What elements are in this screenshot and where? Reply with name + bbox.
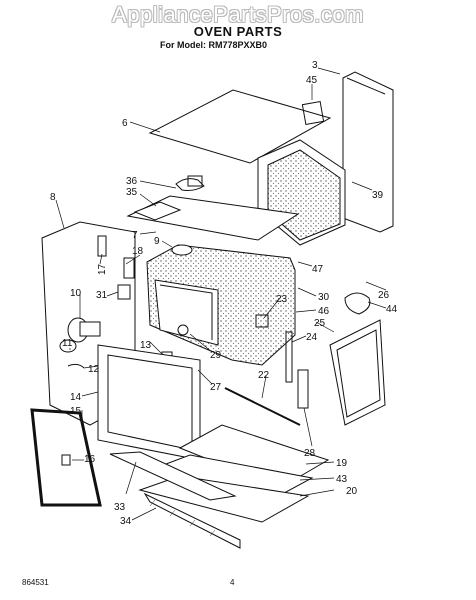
callout-16: 16 xyxy=(84,454,96,465)
callout-35: 35 xyxy=(126,187,138,198)
callout-22: 22 xyxy=(258,370,270,381)
callout-30: 30 xyxy=(318,292,330,303)
callout-45: 45 xyxy=(306,75,318,86)
callout-27: 27 xyxy=(210,382,222,393)
watermark: AppliancePartsPros.com xyxy=(112,2,364,27)
callout-44: 44 xyxy=(386,304,398,315)
callout-12: 12 xyxy=(88,364,100,375)
part-right-side-panel xyxy=(342,71,394,233)
callout-26: 26 xyxy=(378,290,390,301)
part-door-seal-15 xyxy=(30,408,102,507)
callout-9: 9 xyxy=(154,236,160,247)
callout-23: 23 xyxy=(276,294,288,305)
callout-47: 47 xyxy=(312,264,324,275)
part-12 xyxy=(67,363,85,369)
callout-18: 18 xyxy=(132,246,144,257)
page-number: 4 xyxy=(230,578,235,587)
part-bracket-18 xyxy=(123,257,135,279)
callout-19: 19 xyxy=(336,458,348,469)
callout-29: 29 xyxy=(210,350,222,361)
part-rod-22 xyxy=(224,387,301,426)
part-element-11 xyxy=(59,339,77,353)
callout-34: 34 xyxy=(120,516,132,527)
part-bracket-45 xyxy=(301,101,325,125)
callout-8: 8 xyxy=(50,192,56,203)
callout-36: 36 xyxy=(126,176,138,187)
part-bracket-17 xyxy=(97,235,107,257)
callout-20: 20 xyxy=(346,486,358,497)
part-vent-duct xyxy=(175,178,205,191)
part-clip-16 xyxy=(61,454,71,466)
callout-7: 7 xyxy=(132,230,138,241)
part-bracket-35 xyxy=(133,201,182,221)
callout-24: 24 xyxy=(306,332,318,343)
callout-43: 43 xyxy=(336,474,348,485)
callout-15: 15 xyxy=(70,406,82,417)
callout-13: 13 xyxy=(140,340,152,351)
model-label: For Model: RM778PXXB0 xyxy=(160,40,268,50)
callout-31: 31 xyxy=(96,290,108,301)
part-cavity-opening xyxy=(154,279,219,346)
callout-17: 17 xyxy=(97,263,108,275)
document-number: 864531 xyxy=(22,578,49,587)
part-top-panel xyxy=(148,89,332,164)
part-latch-28 xyxy=(297,369,309,409)
callout-10: 10 xyxy=(70,288,82,299)
callout-28: 28 xyxy=(304,448,316,459)
callout-46: 46 xyxy=(318,306,330,317)
callout-39: 39 xyxy=(372,190,384,201)
part-strip-33 xyxy=(109,451,237,501)
part-door-frame xyxy=(97,344,201,461)
callout-3: 3 xyxy=(312,60,318,71)
part-light-29 xyxy=(177,324,189,336)
callout-14: 14 xyxy=(70,392,82,403)
callout-6: 6 xyxy=(122,118,128,129)
callout-25: 25 xyxy=(314,318,326,329)
part-latch-24 xyxy=(285,331,293,383)
part-vent-34 xyxy=(143,492,241,549)
callout-labels: 3 45 6 39 8 36 35 7 18 9 17 10 31 47 26 … xyxy=(50,60,398,527)
page-title: OVEN PARTS xyxy=(193,24,283,39)
part-plate-23 xyxy=(255,314,269,328)
part-gasket-44 xyxy=(344,292,371,315)
callout-11: 11 xyxy=(62,338,73,349)
callout-33: 33 xyxy=(114,502,126,513)
part-top-ring xyxy=(171,244,193,256)
